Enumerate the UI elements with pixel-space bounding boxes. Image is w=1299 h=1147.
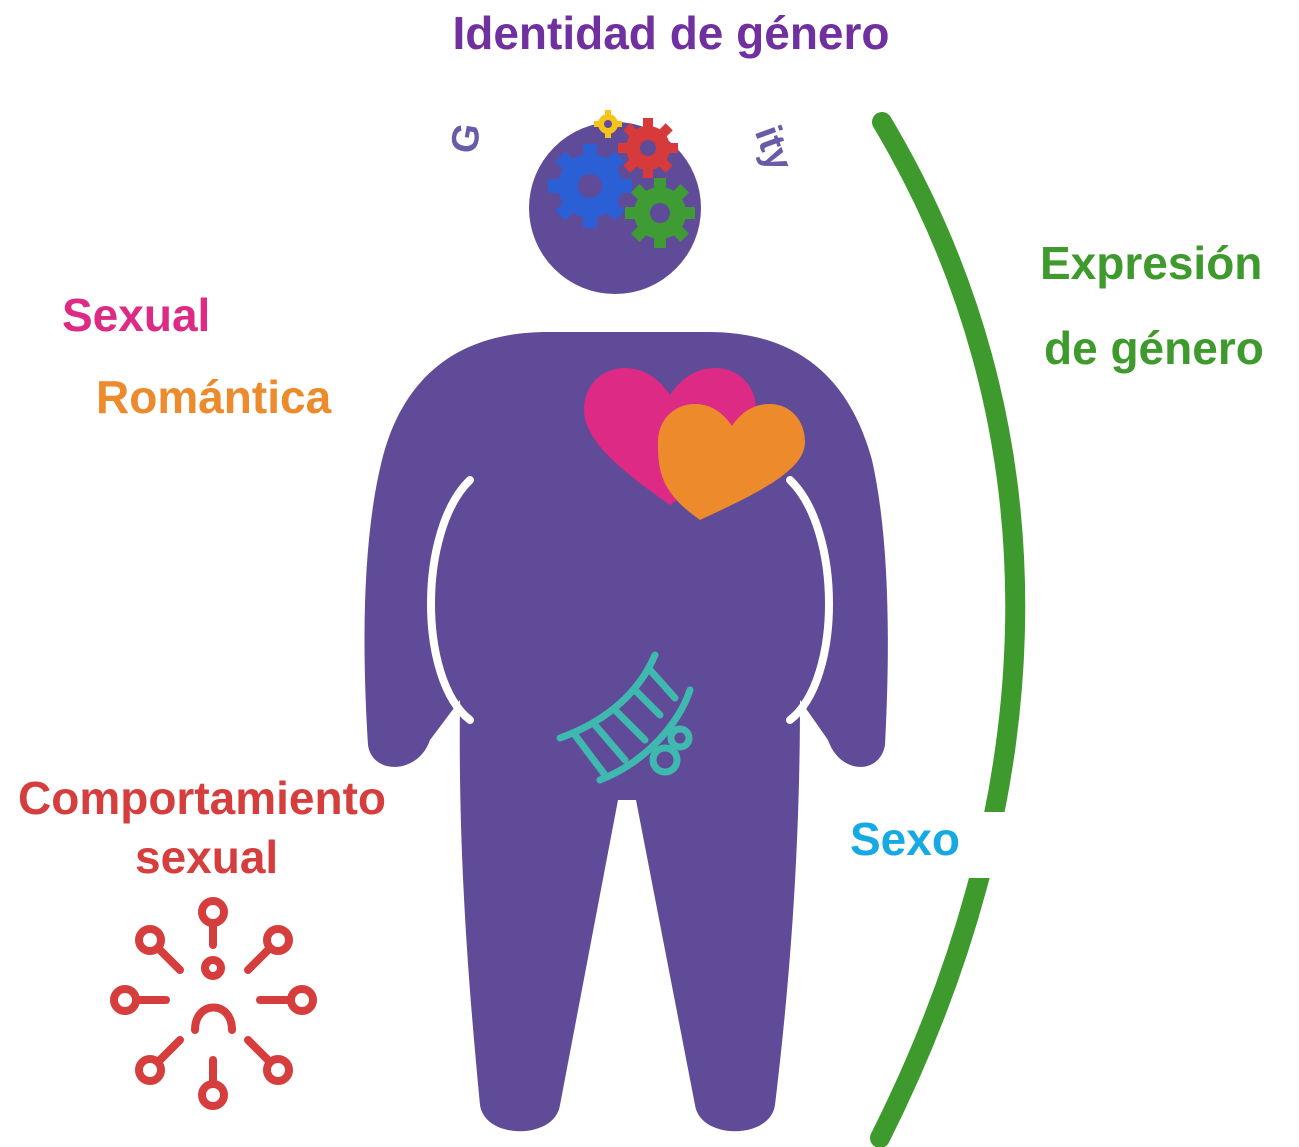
- network-icon: [110, 897, 317, 1110]
- gender-identity-label: Identidad de género: [452, 7, 890, 59]
- body: [364, 332, 888, 1132]
- orange-heart: [658, 404, 805, 520]
- gender-expression-label-line2: de género: [1044, 322, 1264, 374]
- belly-outline: [427, 476, 474, 724]
- sexo-label-backdrop: [835, 812, 1015, 878]
- faint-caption-fragment: G: [443, 120, 489, 156]
- romantic-attraction-label: Romántica: [96, 371, 332, 423]
- hearts-icon: [584, 368, 805, 520]
- gender-expression-label-line1: Expresión: [1040, 237, 1263, 289]
- sexual-behaviour-label-line1: Comportamiento: [18, 772, 386, 824]
- faint-caption-fragment: ity: [746, 120, 801, 176]
- sexual-behaviour-label-line2: sexual: [135, 831, 279, 883]
- sexual-attraction-label: Sexual: [62, 289, 211, 341]
- expression-arc: [870, 112, 1026, 1147]
- dna-icon: [556, 651, 694, 784]
- sex-label: Sexo: [850, 813, 960, 865]
- belly-outline: [786, 476, 833, 724]
